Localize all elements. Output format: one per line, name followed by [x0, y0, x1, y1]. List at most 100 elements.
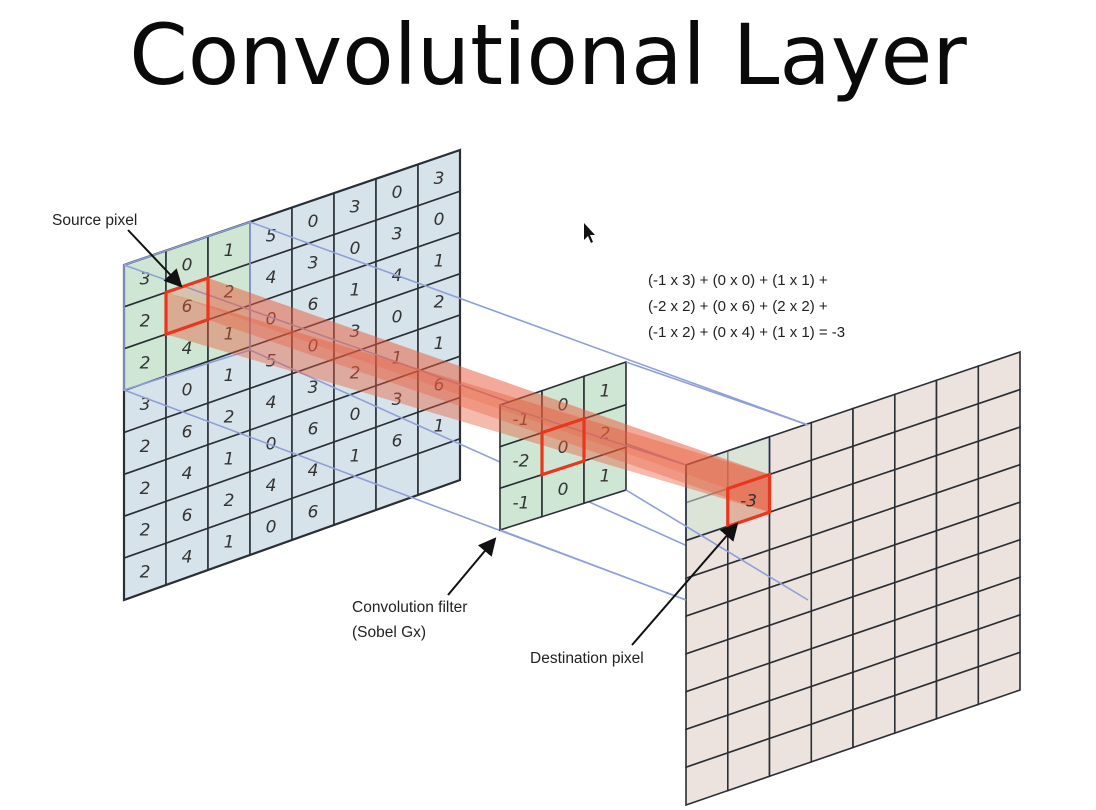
destination-cell [977, 651, 1021, 706]
source-cell-value: 1 [350, 446, 361, 466]
source-cell-value: 4 [266, 476, 277, 496]
source-cell-value: 3 [308, 254, 319, 274]
source-cell-value: 1 [224, 324, 235, 344]
highlight-overlays: -3 [164, 275, 772, 529]
source-cell-value: 0 [350, 239, 361, 259]
source-cell-value: 0 [182, 381, 193, 401]
source-cell-value: 2 [140, 479, 151, 499]
cursor-icon [584, 223, 595, 243]
equation-line-2: (-2 x 2) + (0 x 6) + (2 x 2) + [648, 298, 828, 315]
filter-cell-value: 0 [558, 396, 569, 416]
source-cell-value: 0 [182, 255, 193, 275]
source-cell-value: 1 [350, 281, 361, 301]
source-cell-value: 2 [350, 363, 361, 383]
source-window-outline [123, 220, 251, 392]
source-cell-value: 6 [182, 422, 193, 442]
guide-line [249, 221, 809, 426]
source-cell-value: 3 [140, 395, 151, 415]
source-cell-value: 3 [392, 225, 403, 245]
source-cell-value: 2 [140, 312, 151, 332]
source-cell-value: 3 [392, 390, 403, 410]
destination-pixel-label: Destination pixel [530, 650, 644, 667]
source-cell-value: 4 [182, 548, 193, 568]
source-cell-value: 3 [350, 322, 361, 342]
filter-center-highlight [540, 416, 586, 477]
filter-label: Convolution filter [352, 599, 467, 616]
source-cell-value: 6 [308, 420, 319, 440]
guide-line [625, 361, 809, 426]
equation-line-3: (-1 x 2) + (0 x 4) + (1 x 1) = -3 [648, 324, 845, 341]
filter-cell-value: 1 [600, 466, 611, 486]
source-cell-value: 6 [434, 375, 445, 395]
filter-arrow [447, 537, 497, 596]
filter-grid: -1 0 1 -2 0 2 -1 0 1 [499, 360, 809, 601]
source-cell-value: 1 [224, 449, 235, 469]
source-pixel-label: Source pixel [52, 212, 137, 229]
source-cell-value: 6 [182, 506, 193, 526]
source-cell-value: 6 [392, 431, 403, 451]
source-cell-value: 1 [224, 366, 235, 386]
destination-grid [685, 350, 1021, 807]
source-cell-value: 1 [224, 533, 235, 553]
source-cell-value: 4 [266, 393, 277, 413]
source-cell-value: 3 [434, 169, 445, 189]
source-cell-value: 0 [266, 518, 277, 538]
source-cell-value: 4 [182, 339, 193, 359]
source-grid-border [122, 148, 462, 602]
source-cell-value: 1 [224, 241, 235, 261]
source-cell-value: 3 [140, 270, 151, 290]
source-cell-value: 1 [434, 251, 445, 271]
filter-cell-value: -1 [513, 493, 530, 513]
beam-band [166, 277, 770, 489]
source-cell-value: 4 [308, 461, 319, 481]
source-cell-value: 2 [140, 437, 151, 457]
source-pixel-highlight [164, 275, 210, 337]
filter-cell-value: 2 [600, 424, 611, 444]
filter-cell-value: 0 [558, 438, 569, 458]
source-cell-value: 2 [224, 283, 235, 303]
destination-pixel-value: -3 [740, 491, 757, 511]
source-cell-value: 0 [266, 310, 277, 330]
destination-pixel-highlight [726, 472, 772, 529]
page-title: Convolutional Layer [129, 6, 967, 104]
source-cell-value: 2 [224, 408, 235, 428]
source-cell-value: 2 [224, 491, 235, 511]
source-cell-value: 0 [392, 307, 403, 327]
source-cell-value: 3 [350, 198, 361, 218]
source-pixel-arrow [127, 229, 183, 288]
guide-line [625, 489, 809, 601]
guide-line [499, 529, 687, 601]
source-cell-value: 6 [308, 295, 319, 315]
guide-line [499, 404, 687, 466]
source-cell-value: 4 [182, 464, 193, 484]
source-cell-value: 1 [434, 334, 445, 354]
filter-cell-value: 0 [558, 480, 569, 500]
source-cell-value: 3 [308, 378, 319, 398]
source-cell-value: 5 [266, 227, 277, 247]
source-cell-value: 1 [434, 417, 445, 437]
destination-pixel-arrow [631, 522, 739, 646]
source-cell-value: 0 [434, 210, 445, 230]
source-cell-value: 2 [140, 353, 151, 373]
source-cell-value: 1 [392, 349, 403, 369]
source-cell-value: 6 [182, 297, 193, 317]
filter-cell-value: 1 [600, 381, 611, 401]
source-cell-value: 2 [140, 521, 151, 541]
filter-sublabel: (Sobel Gx) [352, 624, 426, 641]
filter-cell-value: -2 [513, 452, 530, 472]
source-cell-value: 0 [308, 337, 319, 357]
source-cell-value: 5 [266, 351, 277, 371]
filter-cell-value: -1 [513, 410, 530, 430]
source-cell-value: 0 [308, 212, 319, 232]
source-cell-value: 0 [392, 183, 403, 203]
source-cell-value: 2 [434, 293, 445, 313]
source-cell-value: 2 [140, 563, 151, 583]
source-cell-value: 0 [350, 405, 361, 425]
beam-band [208, 277, 770, 513]
source-cell-value: 6 [308, 503, 319, 523]
source-grid: 3 0 1 5 0 3 0 3 2 6 2 4 3 0 3 0 2 4 1 0 6 1 4 1 3 0 1 5 0 3 0 2 2 6 2 4 3 2 1 1… [122, 148, 462, 602]
projection-beam [166, 277, 770, 513]
source-cell-value: 4 [266, 268, 277, 288]
equation-line-1: (-1 x 3) + (0 x 0) + (1 x 1) + [648, 272, 828, 289]
